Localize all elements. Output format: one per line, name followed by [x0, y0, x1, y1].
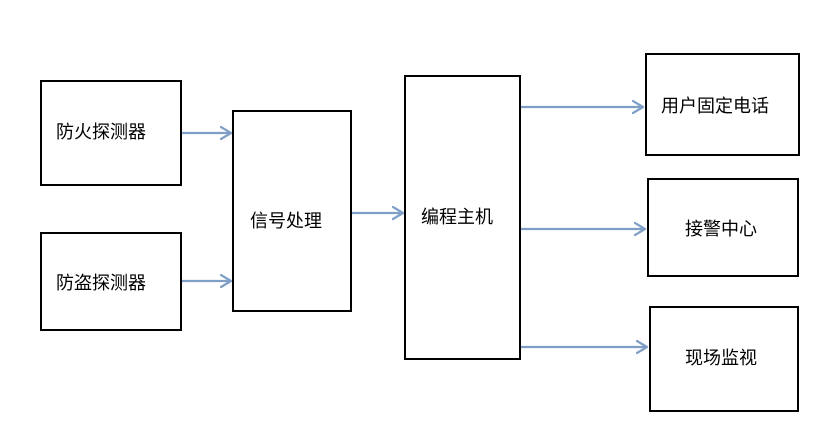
arrow-fire-to-signal — [180, 125, 233, 141]
fire-detector-label: 防火探测器 — [56, 122, 146, 143]
programming-host-box — [404, 75, 521, 360]
user-landline-label: 用户固定电话 — [661, 96, 769, 117]
arrow-host-to-monitoring — [518, 339, 649, 355]
arrow-signal-to-host — [350, 205, 405, 221]
arrow-host-to-landline — [518, 99, 645, 115]
signal-processing-label: 信号处理 — [250, 211, 322, 232]
fire-detector-box — [40, 80, 182, 186]
arrow-host-to-alarm-center — [518, 221, 647, 237]
programming-host-label: 编程主机 — [421, 207, 493, 228]
theft-detector-box — [40, 232, 182, 331]
alarm-center-label: 接警中心 — [685, 219, 757, 240]
theft-detector-label: 防盗探测器 — [56, 273, 146, 294]
alarm-center-box — [647, 178, 799, 277]
user-landline-box — [645, 53, 800, 156]
onsite-monitoring-label: 现场监视 — [685, 348, 757, 369]
arrow-theft-to-signal — [180, 273, 233, 289]
signal-processing-box — [232, 110, 352, 312]
onsite-monitoring-box — [649, 306, 799, 412]
